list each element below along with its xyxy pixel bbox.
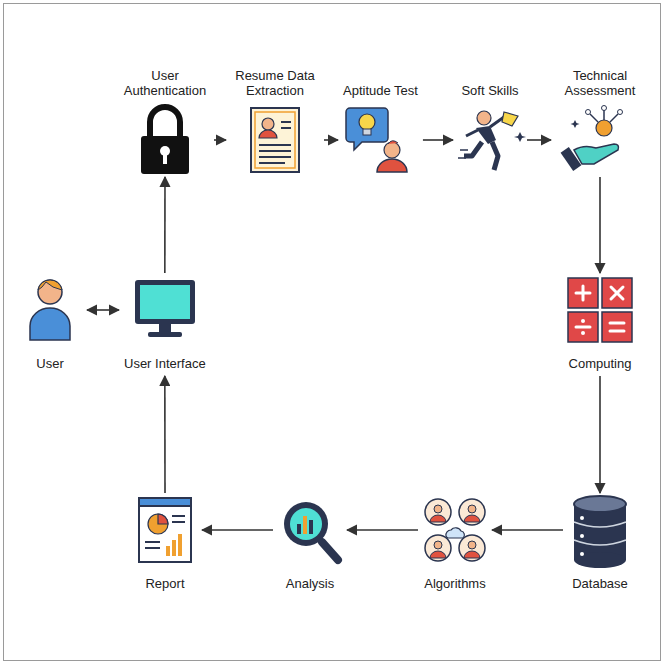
icon-node: Aptitude Test: [343, 83, 418, 172]
magnifier-icon: [284, 502, 338, 560]
flow-arrow: [164, 177, 166, 273]
flow-arrow: [492, 529, 563, 531]
flow-arrow: [87, 309, 119, 311]
computer-icon: [135, 280, 195, 337]
node-label: Analysis: [286, 576, 334, 591]
aptitude-icon: [346, 108, 407, 172]
icon-node: Soft Skills: [458, 83, 522, 172]
icon-node: Database: [568, 498, 632, 591]
flow-arrow: [599, 177, 601, 273]
flow-arrow: [202, 529, 273, 531]
icon-slot: [243, 108, 307, 172]
icon-node: Technical Assessment: [556, 68, 644, 172]
node-label: Algorithms: [424, 576, 485, 591]
flow-arrow: [164, 376, 166, 493]
icon-node: Algorithms: [423, 498, 487, 591]
icon-slot: [568, 108, 632, 172]
node-label: Computing: [569, 356, 632, 371]
flow-arrow: [347, 529, 418, 531]
node-label: User Interface: [124, 356, 206, 371]
icon-node: Computing: [568, 278, 632, 371]
icon-slot: [348, 108, 412, 172]
resume-icon: [251, 108, 299, 172]
icon-node: Report: [133, 498, 197, 591]
algorithms-icon: [425, 499, 485, 561]
icon-slot: [423, 498, 487, 562]
node-label: Soft Skills: [461, 83, 518, 98]
node-label: User Authentication: [121, 68, 209, 98]
icon-slot: [133, 278, 197, 342]
node-label: Resume Data Extraction: [231, 68, 319, 98]
node-label: Aptitude Test: [343, 83, 418, 98]
calculator-icon: [568, 278, 632, 342]
flow-arrow: [214, 139, 226, 141]
flow-arrow: [527, 139, 551, 141]
icon-node: User Authentication: [121, 68, 209, 172]
technical-icon: [561, 106, 623, 171]
icon-slot: [133, 108, 197, 172]
database-icon: [574, 496, 626, 568]
flow-arrow: [324, 139, 338, 141]
flow-arrow: [423, 139, 453, 141]
node-label: User: [36, 356, 63, 371]
node-label: Database: [572, 576, 628, 591]
report-icon: [139, 498, 191, 562]
icon-node: Resume Data Extraction: [231, 68, 319, 172]
icon-slot: [568, 278, 632, 342]
icon-node: User: [18, 278, 82, 371]
icon-node: Analysis: [278, 498, 342, 591]
icon-node: User Interface: [124, 278, 206, 371]
soft-skills-icon: [458, 111, 526, 170]
lock-icon: [141, 107, 189, 174]
node-label: Technical Assessment: [556, 68, 644, 98]
user-icon: [30, 280, 70, 340]
icon-slot: [278, 498, 342, 562]
icon-slot: [18, 278, 82, 342]
flow-arrow: [599, 376, 601, 493]
node-label: Report: [145, 576, 184, 591]
frame: [4, 4, 661, 661]
icon-slot: [458, 108, 522, 172]
icon-slot: [133, 498, 197, 562]
icon-slot: [568, 498, 632, 562]
